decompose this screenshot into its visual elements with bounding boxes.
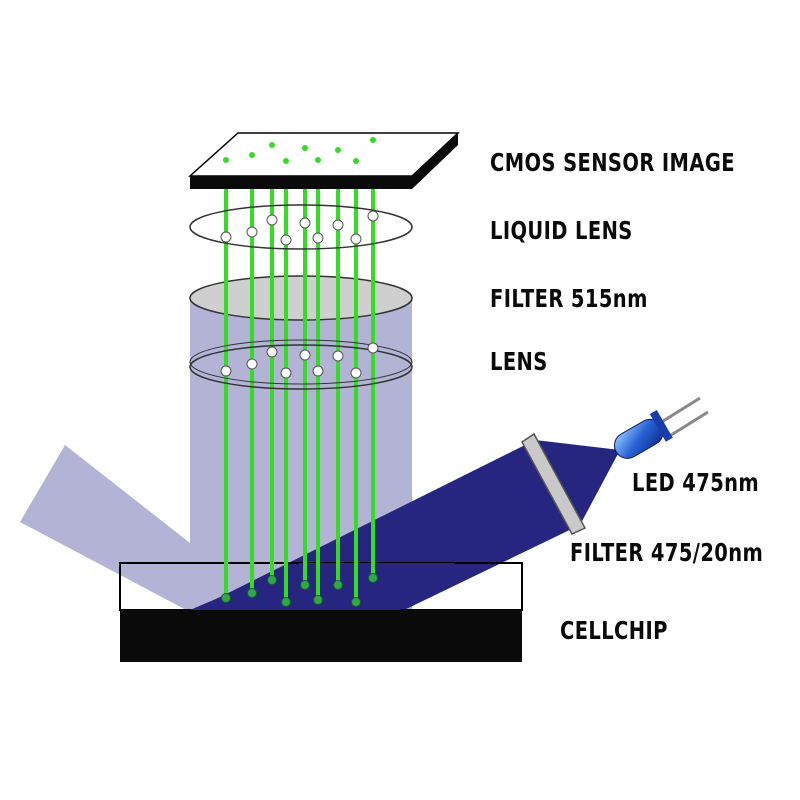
label-cmos-sensor-image: CMOS SENSOR IMAGE <box>490 148 735 177</box>
liquid-lens-cell <box>280 234 292 246</box>
sensor-dot <box>283 158 289 164</box>
liquid-lens-cell <box>266 214 278 226</box>
sensor-dot <box>315 157 321 163</box>
lens-cell <box>332 350 344 362</box>
excitation-beam-in-chip <box>190 563 455 610</box>
chip-cells <box>221 573 378 607</box>
objective-lens-rim <box>189 339 413 385</box>
lens-cell-images <box>220 210 379 379</box>
lens-cell <box>280 367 292 379</box>
sensor-image-dots <box>223 137 376 164</box>
label-filter-515nm: FILTER 515nm <box>490 284 648 313</box>
sensor-dot <box>223 157 229 163</box>
sensor-dot <box>302 145 308 151</box>
label-cellchip: CELLCHIP <box>560 616 668 645</box>
liquid-lens-cell <box>246 226 258 238</box>
cmos-sensor-side <box>412 133 458 189</box>
lens-cell <box>367 342 379 354</box>
chip-cell <box>221 593 231 603</box>
sensor-dot <box>353 158 359 164</box>
cmos-sensor-top <box>188 132 460 177</box>
sensor-dot <box>335 147 341 153</box>
chip-cell <box>351 597 361 607</box>
objective-lens-disc <box>189 344 413 390</box>
chip-cell <box>300 580 310 590</box>
liquid-lens-cell <box>332 219 344 231</box>
lens-cell <box>266 346 278 358</box>
label-led-475nm: LED 475nm <box>632 468 760 497</box>
lens-cell <box>246 358 258 370</box>
label-filter-475-20nm: FILTER 475/20nm <box>570 538 764 567</box>
liquid-lens-cell <box>367 210 379 222</box>
sensor-dot <box>370 137 376 143</box>
emission-filter-disc <box>189 275 413 321</box>
fluorescence-rays <box>224 189 375 602</box>
lens-cell <box>350 367 362 379</box>
chip-cell <box>368 573 378 583</box>
liquid-lens-disc <box>189 204 413 250</box>
label-lens: LENS <box>490 347 548 376</box>
label-liquid-lens: LIQUID LENS <box>490 216 633 245</box>
lens-cell <box>299 349 311 361</box>
liquid-lens-cell <box>312 232 324 244</box>
excitation-filter <box>521 432 587 535</box>
lens-cell <box>220 365 232 377</box>
sensor-dot <box>249 152 255 158</box>
cmos-sensor-front <box>190 176 412 189</box>
sensor-dot <box>269 142 275 148</box>
liquid-lens-cell <box>220 231 232 243</box>
liquid-lens-cell <box>350 233 362 245</box>
liquid-lens-cell <box>299 217 311 229</box>
cellchip-base <box>120 610 522 662</box>
led-icon <box>614 396 709 459</box>
chip-cell <box>333 580 343 590</box>
lens-cell <box>312 365 324 377</box>
chip-cell <box>267 575 277 585</box>
chip-cell <box>313 595 323 605</box>
chip-cell <box>281 597 291 607</box>
chip-cell <box>247 588 257 598</box>
